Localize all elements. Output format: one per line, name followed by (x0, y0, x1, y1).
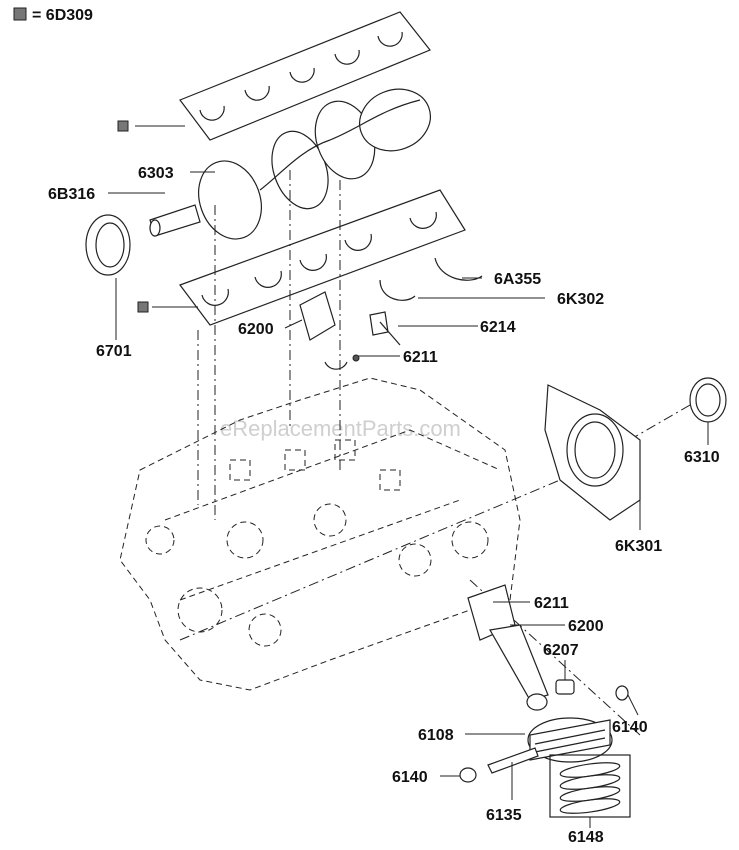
legend-text: = 6D309 (32, 7, 93, 24)
callout-6200-lower: 6200 (568, 618, 604, 635)
callout-6310: 6310 (684, 449, 720, 466)
upper-bearing-set (117, 11, 431, 141)
callout-6214: 6214 (480, 319, 516, 336)
callout-6200-upper: 6200 (238, 321, 274, 338)
front-seal (689, 377, 727, 445)
callout-6207: 6207 (543, 642, 579, 659)
callout-6108: 6108 (418, 727, 454, 744)
piston-pin (487, 747, 539, 800)
main-bearing-cap (299, 291, 401, 370)
connecting-rod (467, 584, 565, 711)
callout-6140-left: 6140 (392, 769, 428, 786)
callout-6211-upper: 6211 (403, 349, 438, 366)
callout-6211-lower: 6211 (534, 595, 569, 612)
lower-bearing-set (137, 189, 466, 326)
thrust-washers (379, 257, 483, 301)
crankshaft (149, 88, 431, 240)
callout-6148: 6148 (568, 829, 604, 846)
grid-square-icon (13, 7, 27, 21)
rod-bearing (555, 660, 575, 695)
callout-6135: 6135 (486, 807, 522, 824)
callout-6701: 6701 (96, 343, 132, 360)
piston (465, 717, 613, 763)
callout-6303: 6303 (138, 165, 174, 182)
callout-6140-right: 6140 (612, 719, 648, 736)
engine-block (119, 377, 521, 691)
rear-seal (85, 214, 131, 340)
grid-square-icon (137, 301, 149, 313)
callout-6B316: 6B316 (48, 186, 95, 203)
legend: = 6D309 (13, 7, 93, 24)
callout-6K302: 6K302 (557, 291, 604, 308)
callout-6K301: 6K301 (615, 538, 662, 555)
snap-rings (440, 685, 639, 783)
piston-rings (549, 754, 631, 828)
alignment-lines (179, 170, 691, 736)
callout-6A355: 6A355 (494, 271, 541, 288)
leader-lines (108, 171, 545, 357)
grid-square-icon (117, 120, 129, 132)
rear-cover (544, 384, 641, 530)
